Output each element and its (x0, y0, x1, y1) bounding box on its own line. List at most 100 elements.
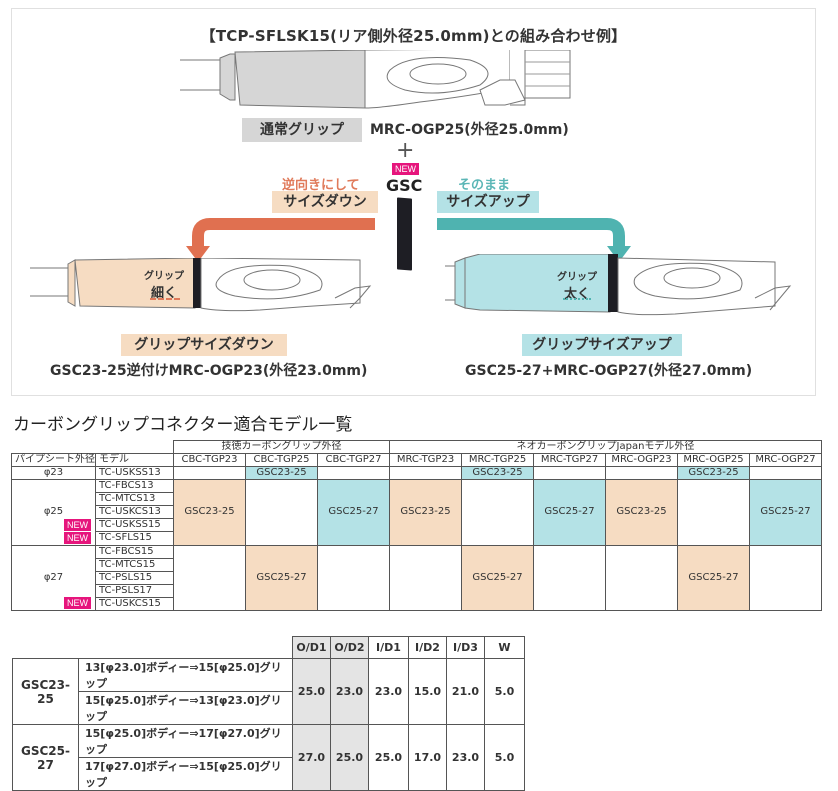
spec-header: O/D2 (330, 636, 369, 659)
spec-value: 5.0 (484, 658, 525, 725)
model-cell: TC-PSLS17 (95, 583, 174, 598)
compat-cell (677, 479, 750, 546)
gsc-connector-piece (397, 197, 412, 271)
compat-cell: GSC25-27 (317, 479, 390, 546)
column-header: MRC-OGP27 (749, 453, 822, 467)
new-badge: NEW (64, 531, 91, 544)
size-down-arrow-icon (186, 218, 375, 262)
new-badge: NEW (392, 163, 419, 175)
compat-table: 技徳カーボングリップ外径 ネオカーボングリップJapanモデル外径 パイプシート… (11, 440, 822, 611)
table-row: NEW TC-SFLS15 (11, 531, 822, 546)
spec-value: 23.0 (446, 724, 485, 791)
model-cell: TC-USKSS15 (95, 518, 174, 532)
size-up-grip-note: グリップ 太く (557, 268, 597, 302)
grip-note-small: グリップ (557, 272, 597, 283)
spec-value: 27.0 (292, 724, 331, 791)
column-header: MRC-TGP23 (389, 453, 462, 467)
table-row: TC-PSLS17 (11, 583, 822, 598)
normal-grip-illustration (180, 50, 571, 109)
compat-cell: GSC23-25 (677, 466, 750, 480)
panel-title: 【TCP-SFLSK15(リア側外径25.0mm)との組み合わせ例】 (200, 27, 627, 45)
compat-cell (389, 466, 462, 480)
table-row: NEW TC-USKSS15 (11, 518, 822, 532)
normal-grip-body (234, 50, 366, 109)
normal-grip-model: MRC-OGP25(外径25.0mm) (370, 122, 569, 138)
compat-cell: GSC23-25 (461, 466, 534, 480)
spec-desc: 15[φ25.0]ボディー⇒13[φ23.0]グリップ (78, 691, 293, 725)
compat-cell: GSC23-25 (389, 479, 462, 546)
spec-table: O/D1 O/D2 I/D1 I/D2 I/D3 W GSC23-25 13[φ… (12, 636, 525, 791)
spec-header: I/D1 (368, 636, 409, 659)
compat-cell: GSC25-27 (245, 544, 318, 611)
spec-value: 17.0 (408, 724, 447, 791)
group-header: 技徳カーボングリップ外径 (173, 440, 390, 454)
compat-cell (749, 466, 822, 480)
table-row: φ23 TC-USKSS13 GSC23-25 GSC23-25 GSC23-2… (11, 466, 822, 480)
compat-cell: GSC23-25 (605, 479, 678, 546)
spec-header: O/D1 (292, 636, 331, 659)
compat-cell: GSC25-27 (677, 544, 750, 611)
compat-cell (533, 544, 606, 611)
grip-note-small: グリップ (144, 271, 184, 282)
model-cell: TC-MTCS13 (95, 492, 174, 506)
table-row: TC-MTCS15 (11, 557, 822, 572)
table-row: TC-FBCS15 GSC25-27 GSC25-27 GSC25-27 (11, 544, 822, 611)
spec-header-row: O/D1 O/D2 I/D1 I/D2 I/D3 W (13, 636, 525, 659)
model-cell: TC-FBCS13 (95, 479, 174, 493)
compat-cell (605, 466, 678, 480)
model-cell: TC-PSLS15 (95, 570, 174, 585)
column-header: CBC-TGP23 (173, 453, 246, 467)
column-header: MRC-OGP25 (677, 453, 750, 467)
model-cell: TC-MTCS15 (95, 557, 174, 572)
size-up-arrow-icon (437, 218, 631, 262)
column-header-row: パイプシート外径 モデル CBC-TGP23 CBC-TGP25 CBC-TGP… (11, 453, 822, 467)
size-up-tag: サイズアップ (437, 191, 539, 213)
column-header: パイプシート外径 (11, 453, 96, 467)
column-header: CBC-TGP25 (245, 453, 318, 467)
spec-value: 25.0 (292, 658, 331, 725)
compat-cell: GSC25-27 (749, 479, 822, 546)
size-down-result-tag: グリップサイズダウン (121, 334, 287, 356)
compat-cell (317, 466, 390, 480)
size-up-caption: そのまま (458, 178, 511, 193)
column-header: CBC-TGP27 (317, 453, 390, 467)
model-cell: TC-USKCS13 (95, 505, 174, 519)
new-badge: NEW (64, 597, 91, 609)
model-cell: TC-FBCS15 (95, 544, 174, 559)
size-down-grip-illustration (30, 258, 372, 312)
compat-cell: GSC23-25 (173, 479, 246, 546)
spec-desc: 13[φ23.0]ボディー⇒15[φ25.0]グリップ (78, 658, 293, 692)
spec-value: 5.0 (484, 724, 525, 791)
compat-cell (533, 466, 606, 480)
table-row: NEW TC-USKCS15 (11, 596, 822, 611)
column-header: MRC-TGP27 (533, 453, 606, 467)
spec-value: 25.0 (330, 724, 369, 791)
group-header-row: 技徳カーボングリップ外径 ネオカーボングリップJapanモデル外径 (12, 440, 822, 454)
column-header: MRC-OGP23 (605, 453, 678, 467)
pipe-size-cell: φ25 (11, 505, 96, 519)
model-cell: TC-SFLS15 (95, 531, 174, 546)
spec-value: 21.0 (446, 658, 485, 725)
spec-header: W (484, 636, 525, 659)
compat-cell: GSC23-25 (245, 466, 318, 480)
spec-row: 15[φ25.0]ボディー⇒13[φ23.0]グリップ (13, 691, 525, 725)
compat-cell (173, 544, 246, 611)
spec-header: I/D3 (446, 636, 485, 659)
spec-model: GSC25-27 (12, 724, 79, 791)
spec-desc: 15[φ25.0]ボディー⇒17[φ27.0]グリップ (78, 724, 293, 758)
compat-cell (749, 544, 822, 611)
spec-value: 25.0 (368, 724, 409, 791)
spec-desc: 17[φ27.0]ボディー⇒15[φ25.0]グリップ (78, 757, 293, 791)
table-row: TC-FBCS13 GSC23-25 GSC25-27 GSC23-25 GSC… (11, 479, 822, 546)
pipe-size-cell: φ27 (11, 571, 96, 584)
spec-row: GSC23-25 13[φ23.0]ボディー⇒15[φ25.0]グリップ 25.… (12, 658, 525, 725)
model-cell: TC-USKCS15 (95, 596, 174, 611)
plus-icon: + (396, 138, 415, 163)
spec-model: GSC23-25 (12, 658, 79, 725)
size-down-grip-note: グリップ 細く (144, 267, 184, 301)
normal-grip-label: 通常グリップ (242, 118, 362, 142)
column-header: モデル (95, 453, 174, 467)
compat-cell (173, 466, 246, 480)
size-up-result-tag: グリップサイズアップ (522, 334, 682, 356)
compat-cell (245, 479, 318, 546)
